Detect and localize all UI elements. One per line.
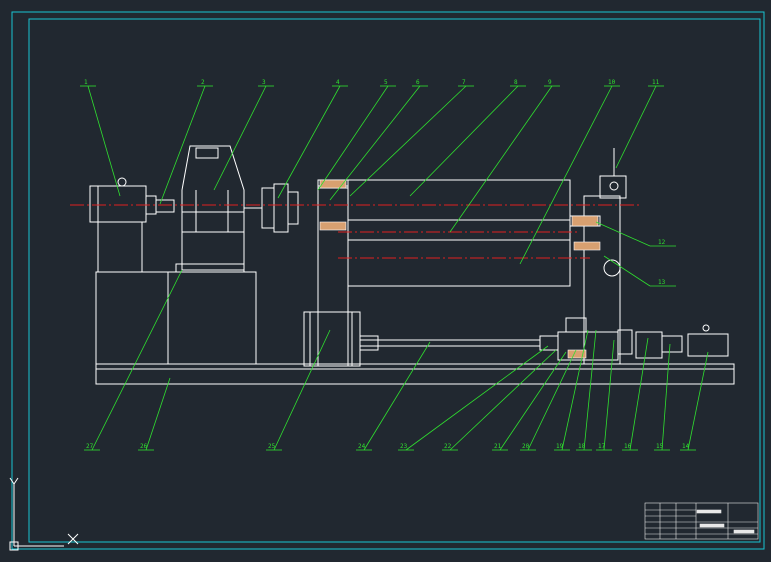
gearbox bbox=[181, 145, 245, 271]
leader-line bbox=[449, 85, 553, 233]
section-hatches bbox=[319, 179, 601, 359]
leader-line bbox=[317, 85, 389, 191]
title-block bbox=[644, 502, 759, 540]
leader-line bbox=[687, 351, 709, 451]
leader-line bbox=[213, 85, 267, 191]
part-label-4: 4 bbox=[336, 79, 340, 86]
part-label-26: 26 bbox=[140, 443, 148, 450]
part-label-7: 7 bbox=[462, 79, 466, 86]
part-label-14: 14 bbox=[682, 443, 690, 450]
part-label-1: 1 bbox=[84, 79, 88, 86]
leader-lines bbox=[80, 85, 709, 451]
part-label-8: 8 bbox=[514, 79, 518, 86]
main-roller bbox=[347, 179, 571, 287]
part-label-5: 5 bbox=[384, 79, 388, 86]
leader-line bbox=[661, 343, 671, 451]
leader-line bbox=[527, 349, 577, 451]
leader-line bbox=[145, 377, 171, 451]
inner-frame bbox=[28, 18, 761, 543]
leader-line bbox=[159, 85, 206, 205]
part-label-21: 21 bbox=[494, 443, 502, 450]
leader-line bbox=[273, 329, 331, 451]
part-label-20: 20 bbox=[522, 443, 530, 450]
part-label-23: 23 bbox=[400, 443, 408, 450]
coupling bbox=[261, 187, 275, 229]
part-label-19: 19 bbox=[556, 443, 564, 450]
part-label-17: 17 bbox=[598, 443, 606, 450]
leader-line bbox=[349, 85, 467, 197]
part-label-2: 2 bbox=[201, 79, 205, 86]
part-label-3: 3 bbox=[262, 79, 266, 86]
part-label-24: 24 bbox=[358, 443, 366, 450]
left-support bbox=[317, 185, 349, 367]
leader-line bbox=[595, 221, 651, 247]
centerlines bbox=[70, 204, 640, 259]
leader-line bbox=[405, 345, 549, 451]
part-label-10: 10 bbox=[608, 79, 616, 86]
right-support bbox=[583, 195, 621, 365]
leader-line bbox=[363, 341, 431, 451]
leader-line bbox=[329, 85, 421, 201]
leader-line bbox=[87, 85, 121, 197]
leader-line bbox=[499, 351, 567, 451]
part-label-27: 27 bbox=[86, 443, 94, 450]
leader-line bbox=[561, 329, 589, 451]
leader-line bbox=[603, 255, 651, 287]
outer-frame bbox=[11, 11, 765, 550]
part-label-9: 9 bbox=[548, 79, 552, 86]
leader-line bbox=[615, 85, 657, 169]
leader-line bbox=[629, 337, 649, 451]
part-label-6: 6 bbox=[416, 79, 420, 86]
assembly-drawing bbox=[89, 145, 735, 385]
part-label-13: 13 bbox=[658, 279, 666, 286]
part-label-12: 12 bbox=[658, 239, 666, 246]
leader-line bbox=[91, 269, 183, 451]
lower-bearing-housing bbox=[557, 331, 619, 361]
leader-line bbox=[449, 349, 557, 451]
ucs-icon bbox=[9, 477, 79, 551]
leader-line bbox=[409, 85, 519, 197]
part-label-18: 18 bbox=[578, 443, 586, 450]
part-label-22: 22 bbox=[444, 443, 452, 450]
motor-stand bbox=[95, 271, 169, 365]
base-plate bbox=[95, 363, 735, 385]
leader-line bbox=[603, 339, 615, 451]
part-label-11: 11 bbox=[652, 79, 660, 86]
leader-line bbox=[519, 85, 613, 265]
part-label-16: 16 bbox=[624, 443, 632, 450]
leader-line bbox=[277, 85, 341, 199]
part-label-15: 15 bbox=[656, 443, 664, 450]
leader-line bbox=[583, 329, 597, 451]
part-label-25: 25 bbox=[268, 443, 276, 450]
